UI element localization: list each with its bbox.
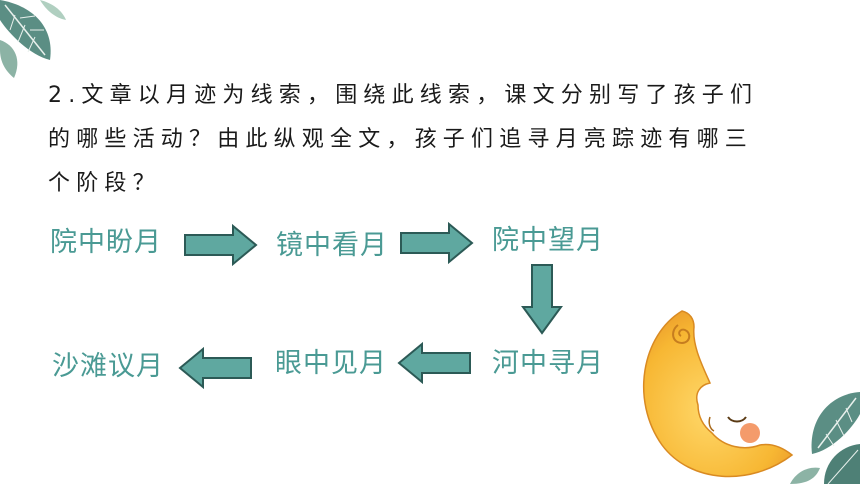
stage-4: 河中寻月 <box>492 348 604 379</box>
arrow-left-2 <box>178 347 252 389</box>
stage-5: 眼中见月 <box>275 348 387 379</box>
stage-6: 沙滩议月 <box>52 351 164 382</box>
arrow-down <box>521 264 563 335</box>
stage-3: 院中望月 <box>492 225 604 256</box>
question-line-1: 2.文章以月迹为线索，围绕此线索，课文分别写了孩子们 <box>48 83 759 108</box>
leaf-decoration-bottom-right <box>790 392 860 484</box>
stage-1: 院中盼月 <box>50 227 162 258</box>
stage-2: 镜中看月 <box>276 230 388 261</box>
leaf-decoration-top-left <box>0 0 66 78</box>
arrow-left-1 <box>397 342 471 384</box>
arrow-right-2 <box>400 222 474 264</box>
question-text: 2.文章以月迹为线索，围绕此线索，课文分别写了孩子们 的哪些活动？由此纵观全文，… <box>48 74 788 206</box>
question-line-3: 个阶段？ <box>48 171 161 196</box>
question-line-2: 的哪些活动？由此纵观全文，孩子们追寻月亮踪迹有哪三 <box>48 127 754 152</box>
crescent-moon-illustration <box>642 310 794 478</box>
arrow-right-1 <box>184 224 258 266</box>
